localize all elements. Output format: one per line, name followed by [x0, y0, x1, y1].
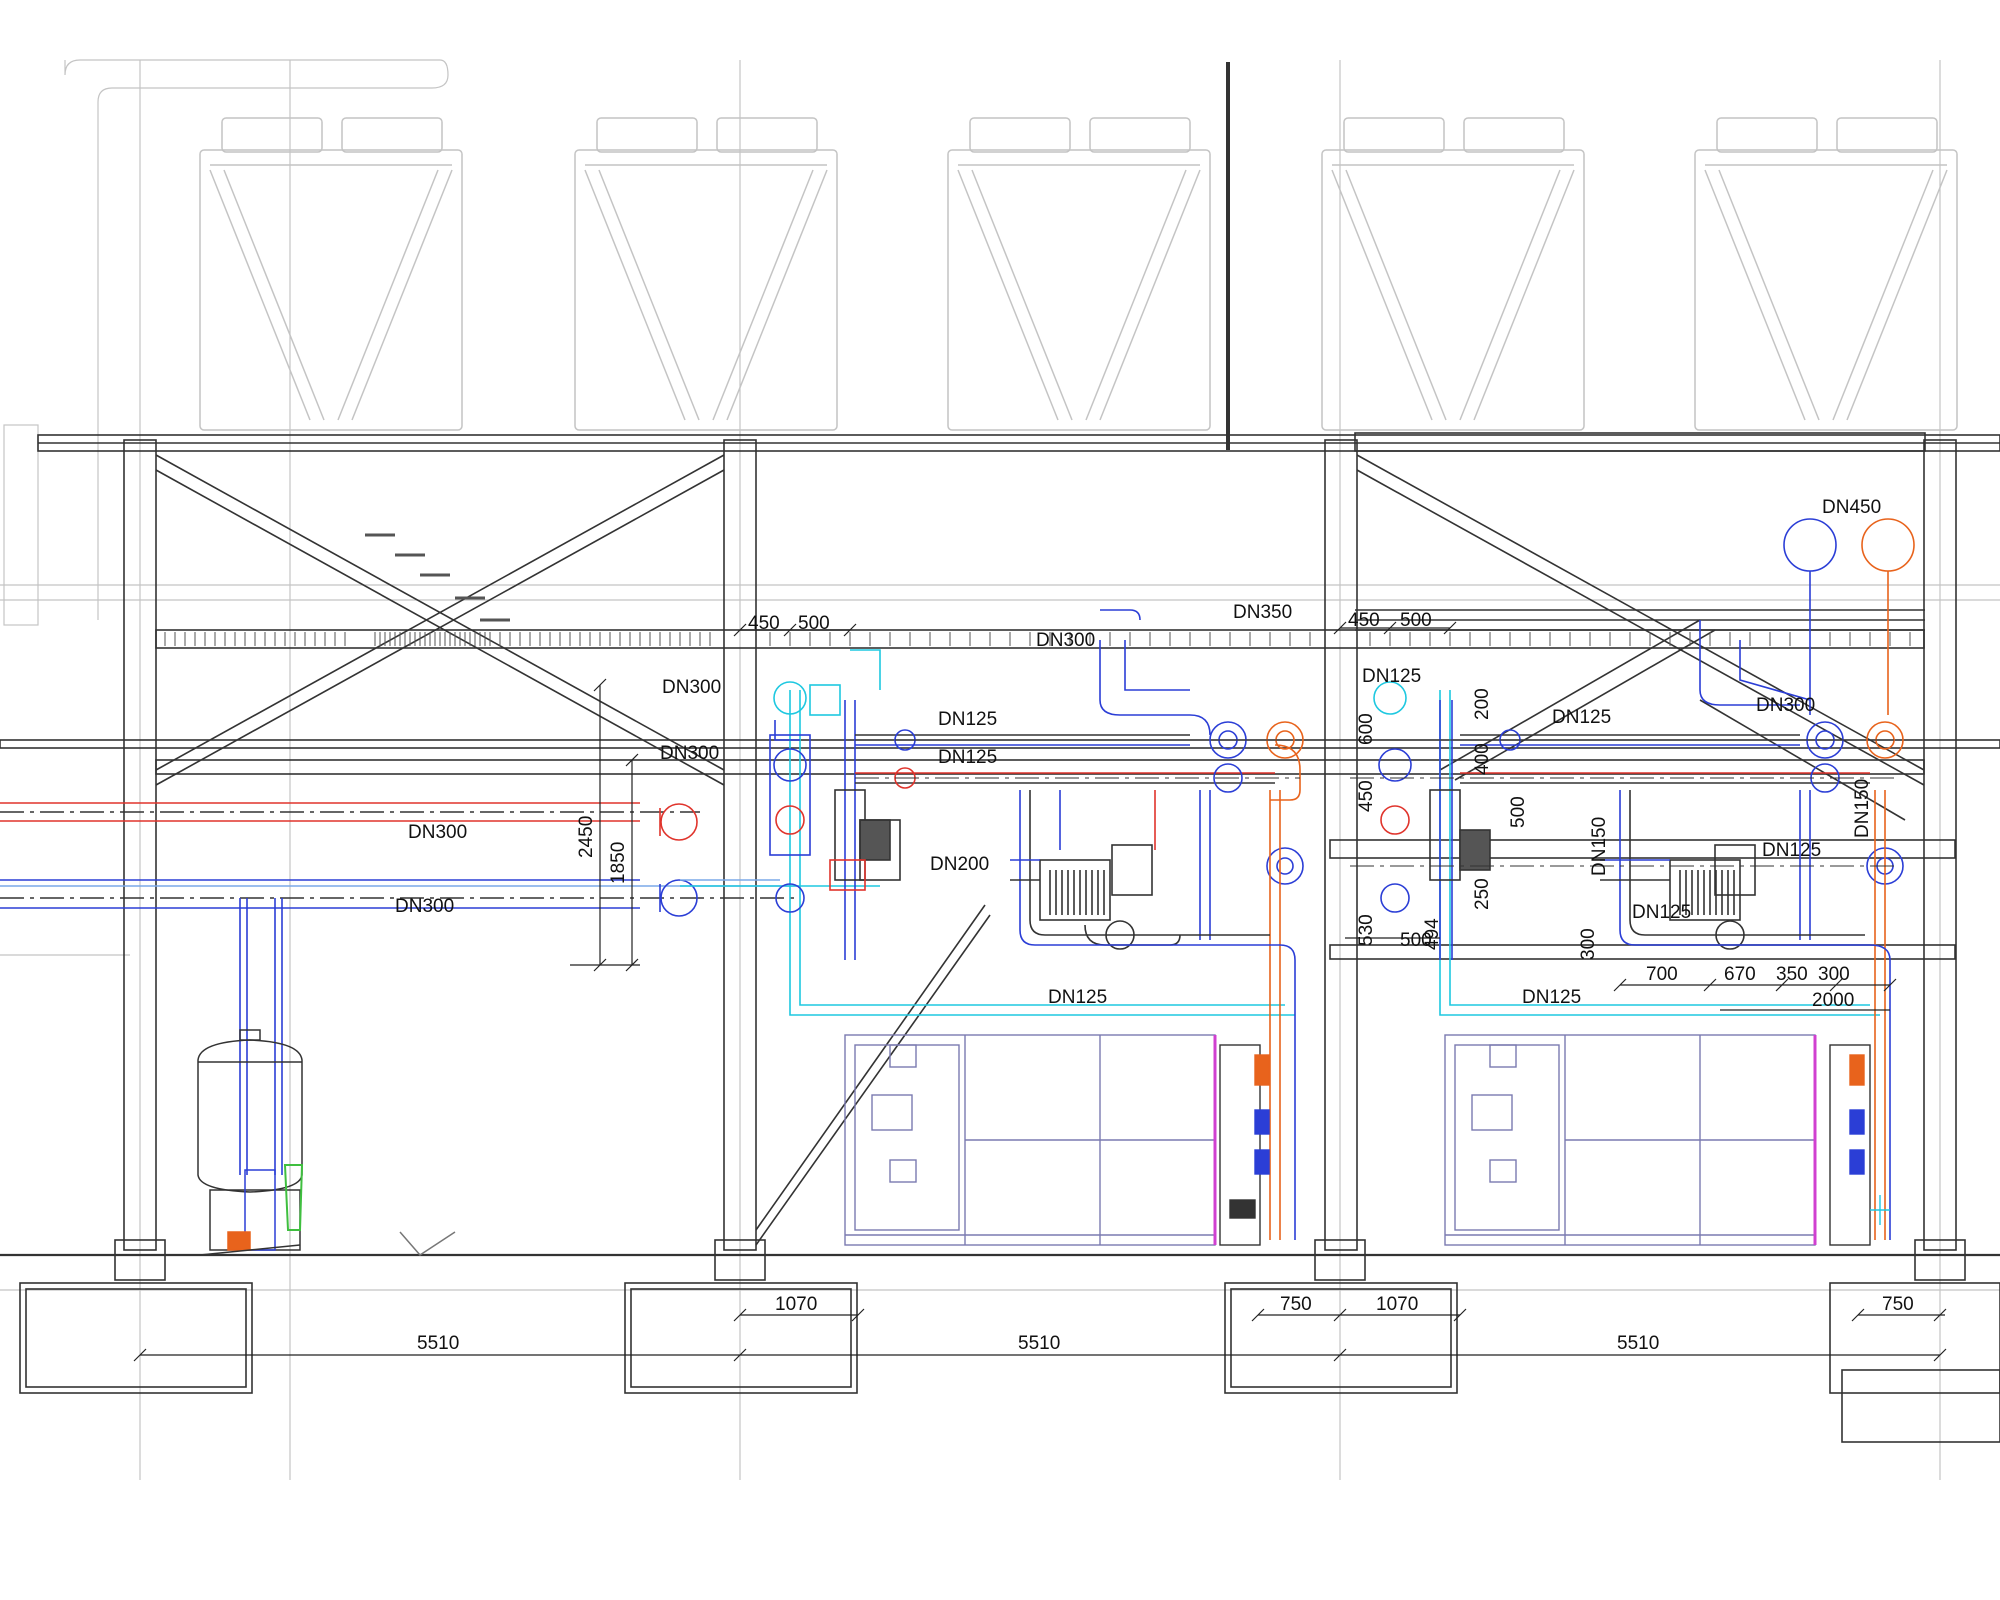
label-header-b: DN350 [1233, 602, 1292, 623]
label-main-supply: DN300 [408, 822, 467, 843]
dim-2450: 2450 [576, 816, 597, 858]
dim-top-b-450: 450 [1348, 610, 1380, 631]
main-pipes-left [0, 802, 880, 1175]
dim-v-600: 600 [1356, 713, 1377, 745]
dry-cooler-5 [1694, 117, 1958, 431]
label-branch-b8: DN150 [1852, 779, 1873, 838]
dim-b-350: 350 [1776, 964, 1808, 985]
dim-foot-750-b: 750 [1882, 1294, 1914, 1315]
label-branch-b5: DN125 [1632, 902, 1691, 923]
dim-span-2: 5510 [1018, 1333, 1060, 1354]
column-4 [1923, 439, 1957, 1251]
dim-foot-1070-b: 1070 [1376, 1294, 1418, 1315]
dim-b-2000: 2000 [1812, 990, 1854, 1011]
dim-span-1: 5510 [417, 1333, 459, 1354]
label-branch-b6: DN125 [1522, 987, 1581, 1008]
label-branch-a4: DN125 [1048, 987, 1107, 1008]
column-3 [1324, 439, 1358, 1251]
dry-cooler-1 [199, 117, 463, 431]
label-branch-b4: DN125 [1762, 840, 1821, 861]
label-branch-a1: DN125 [938, 709, 997, 730]
dim-v-400: 400 [1472, 743, 1493, 775]
dim-v-450: 450 [1356, 780, 1377, 812]
heat-exchanger-a [1039, 844, 1181, 950]
dim-top-b-500: 500 [1400, 610, 1432, 631]
dim-v-250: 250 [1472, 878, 1493, 910]
dimension-labels: 2450 1850 450 500 450 500 5510 5510 5510… [417, 610, 1914, 1354]
dim-span-3: 5510 [1617, 1333, 1659, 1354]
dim-b-700: 700 [1646, 964, 1678, 985]
dim-top-a-500: 500 [798, 613, 830, 634]
dim-v-200: 200 [1472, 688, 1493, 720]
label-branch-a2: DN125 [938, 747, 997, 768]
dry-cooler-3 [947, 117, 1211, 431]
dim-1850: 1850 [608, 842, 629, 884]
center-lines [855, 739, 1900, 867]
label-branch-b2: DN125 [1552, 707, 1611, 728]
pipe-size-labels: DN300 DN300 DN300 DN300 DN300 DN125 DN12… [395, 497, 1881, 1008]
label-branch-b1: DN125 [1362, 666, 1421, 687]
dimension-lines [133, 621, 1947, 1362]
label-branch-b3: DN300 [1756, 695, 1815, 716]
dim-v-494: 494 [1422, 918, 1443, 950]
dim-v-300: 300 [1578, 928, 1599, 960]
dim-foot-1070-a: 1070 [775, 1294, 817, 1315]
pump-block-b [1373, 518, 1915, 1240]
dry-cooler-row [199, 117, 1958, 431]
column-1 [123, 439, 157, 1251]
dim-b-300: 300 [1818, 964, 1850, 985]
column-2 [723, 439, 757, 1251]
dim-foot-750-a: 750 [1280, 1294, 1312, 1315]
label-branch-b7: DN150 [1589, 817, 1610, 876]
dim-b-500: 500 [1400, 930, 1432, 951]
pump-block-a [769, 609, 1304, 1240]
expansion-vessel [197, 1029, 456, 1256]
label-riser-top: DN300 [662, 677, 721, 698]
grating-texture [164, 533, 1911, 646]
chiller-unit-a [844, 1034, 1270, 1246]
dim-v-500: 500 [1508, 796, 1529, 828]
dry-cooler-4 [1321, 117, 1585, 431]
dim-b-670: 670 [1724, 964, 1756, 985]
steel-frame [0, 62, 2000, 1443]
label-branch-a3: DN200 [930, 854, 989, 875]
label-riser-second: DN300 [660, 743, 719, 764]
label-main-return: DN300 [395, 896, 454, 917]
heat-exchanger-b [1669, 844, 1756, 950]
dry-cooler-2 [574, 117, 838, 431]
label-header-top-a: DN300 [1036, 630, 1095, 651]
dim-top-a-450: 450 [748, 613, 780, 634]
chiller-unit-b [1444, 1034, 1890, 1246]
label-header-b-top: DN450 [1822, 497, 1881, 518]
dim-v-530: 530 [1356, 914, 1377, 946]
